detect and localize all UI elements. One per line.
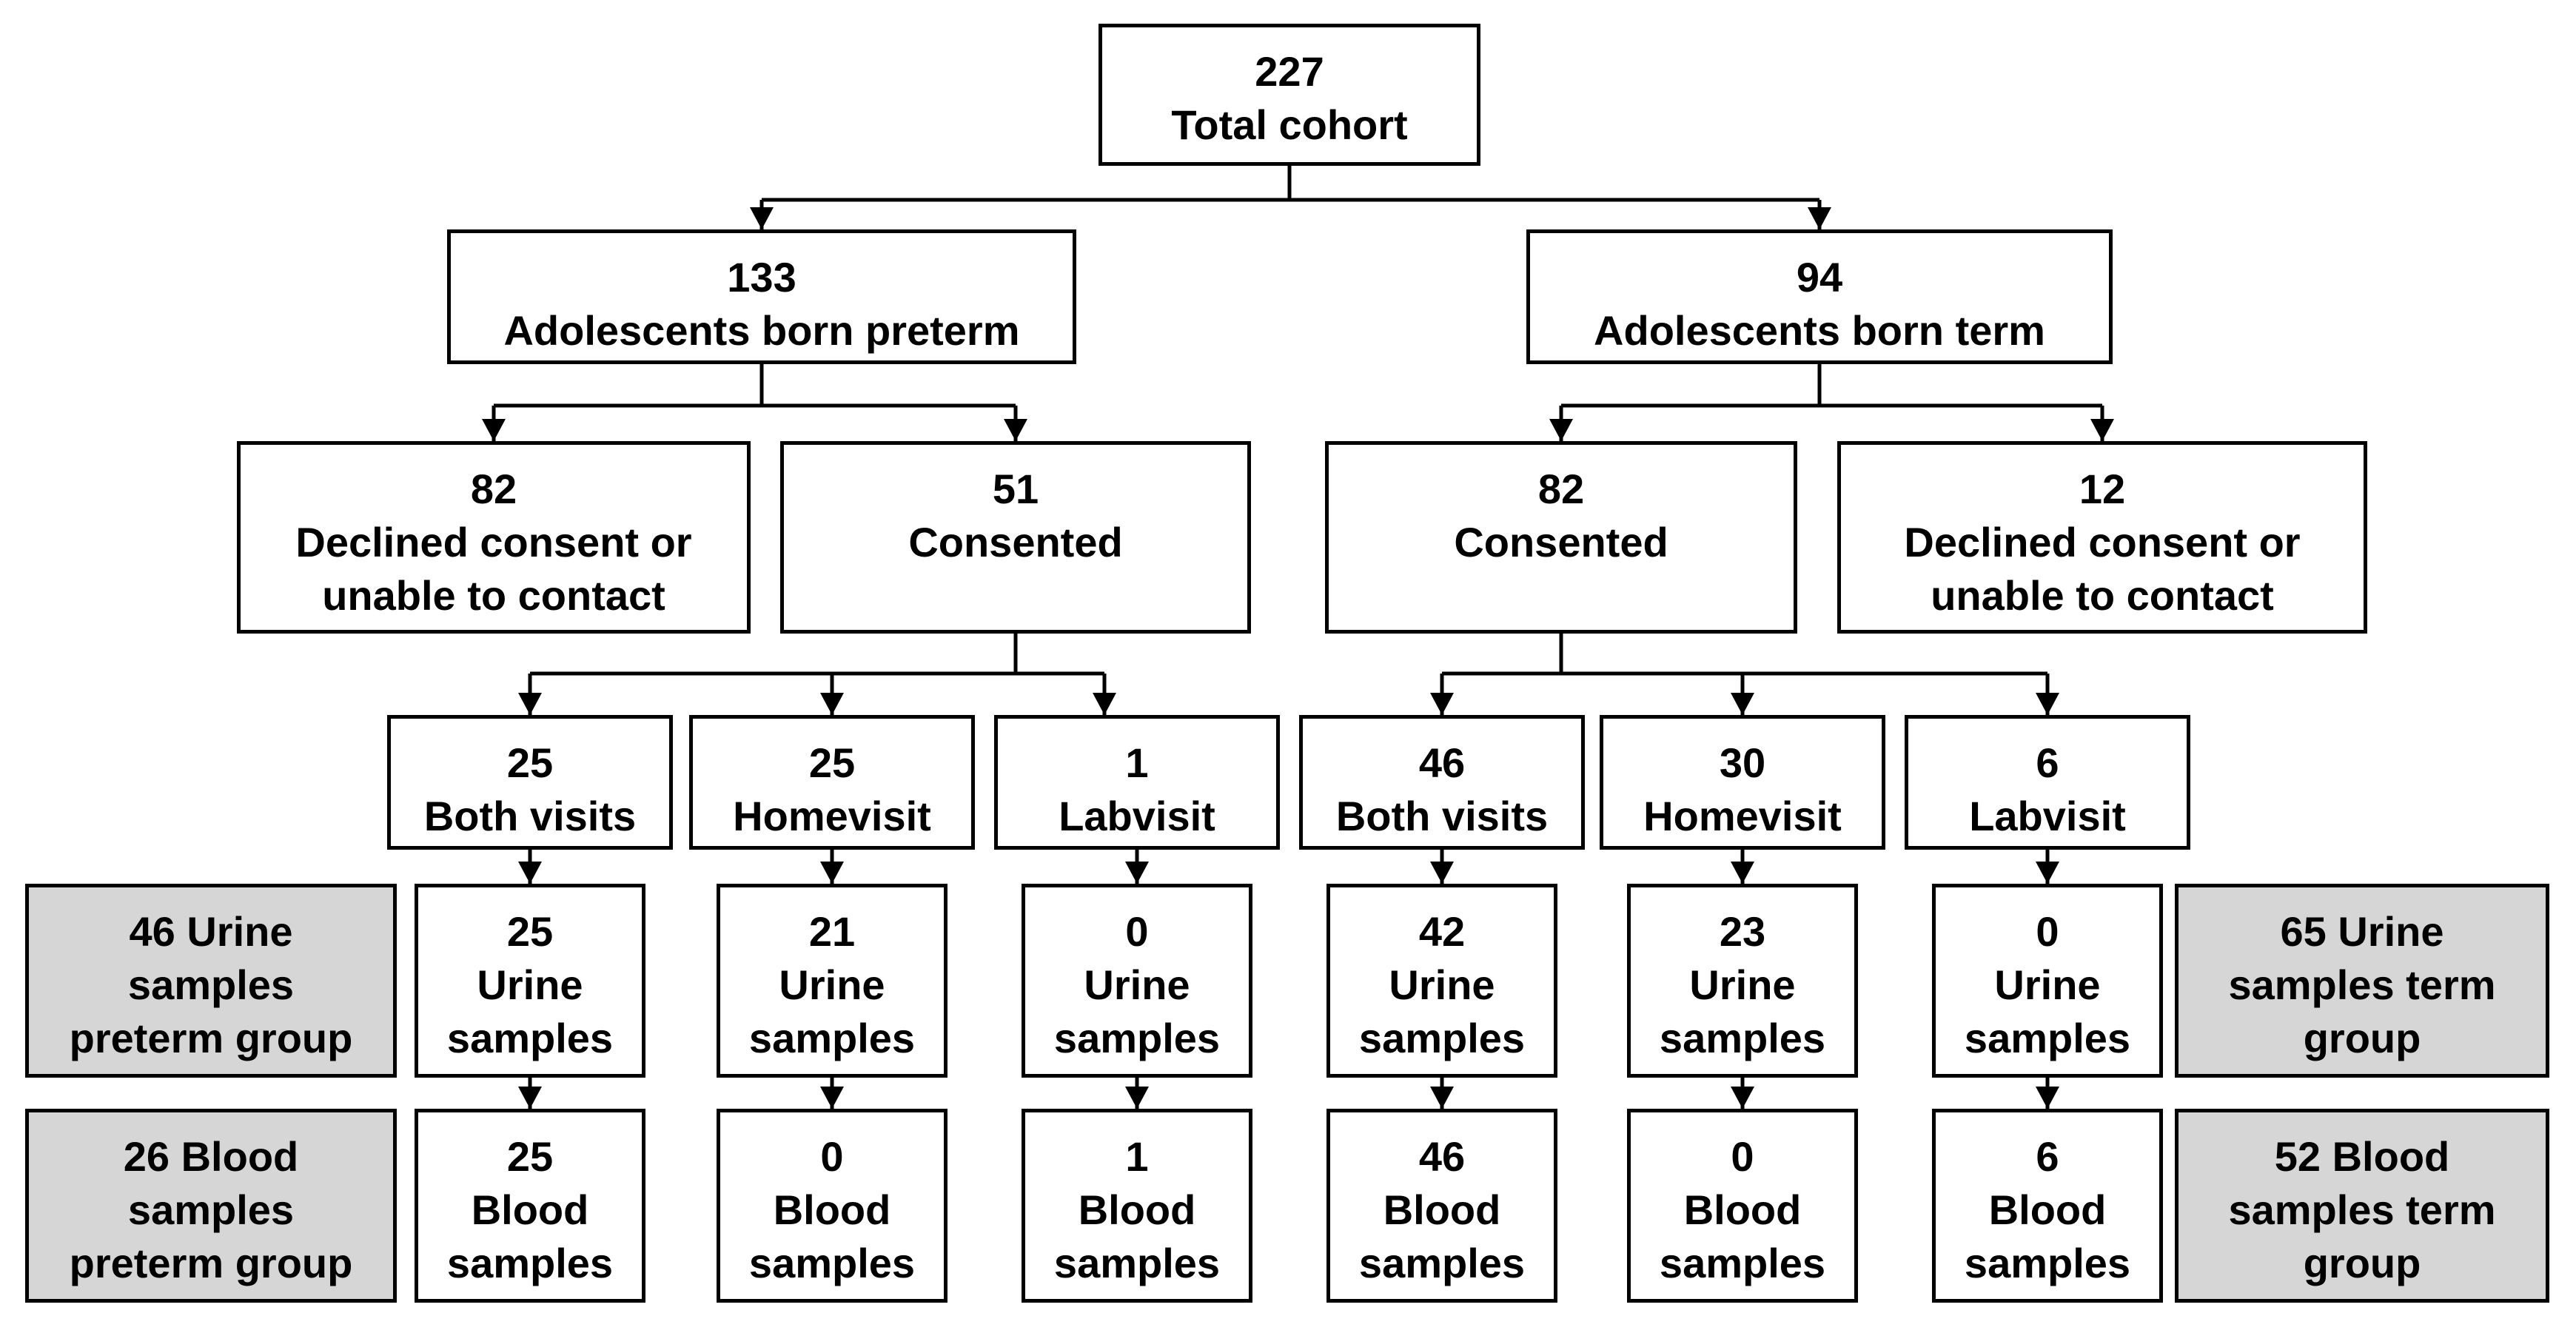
node-term-consented: 82 Consented <box>1325 441 1797 634</box>
node-adolescents-born-preterm: 133 Adolescents born preterm <box>447 229 1076 364</box>
node-term-both-blood: 46 Blood samples <box>1326 1109 1557 1303</box>
connector-preterm-split <box>494 364 1016 408</box>
node-preterm-home-blood: 0 Blood samples <box>717 1109 947 1303</box>
node-total-cohort: 227 Total cohort <box>1099 24 1480 166</box>
node-term-home-urine: 23 Urine samples <box>1627 884 1858 1078</box>
connector-term-split <box>1561 364 2102 408</box>
node-preterm-both-blood: 25 Blood samples <box>415 1109 645 1303</box>
node-preterm-both-urine: 25 Urine samples <box>415 884 645 1078</box>
node-term-both-urine: 42 Urine samples <box>1326 884 1557 1078</box>
node-preterm-labvisit: 1 Labvisit <box>994 715 1280 850</box>
node-preterm-urine-total: 46 Urine samples preterm group <box>25 884 397 1078</box>
node-preterm-home-urine: 21 Urine samples <box>717 884 947 1078</box>
node-term-declined: 12 Declined consent or unable to contact <box>1837 441 2367 634</box>
connector-total-split <box>762 166 1819 202</box>
node-preterm-blood-total: 26 Blood samples preterm group <box>25 1109 397 1303</box>
node-term-homevisit: 30 Homevisit <box>1600 715 1885 850</box>
connector-term-visits-split <box>1442 634 2047 676</box>
node-term-blood-total: 52 Blood samples term group <box>2175 1109 2549 1303</box>
node-term-urine-total: 65 Urine samples term group <box>2175 884 2549 1078</box>
node-preterm-lab-blood: 1 Blood samples <box>1022 1109 1252 1303</box>
node-preterm-declined: 82 Declined consent or unable to contact <box>237 441 751 634</box>
connector-preterm-visits-split <box>530 634 1104 676</box>
node-term-lab-urine: 0 Urine samples <box>1932 884 2163 1078</box>
node-term-both-visits: 46 Both visits <box>1299 715 1585 850</box>
node-term-home-blood: 0 Blood samples <box>1627 1109 1858 1303</box>
node-preterm-both-visits: 25 Both visits <box>387 715 673 850</box>
node-preterm-homevisit: 25 Homevisit <box>689 715 975 850</box>
node-term-lab-blood: 6 Blood samples <box>1932 1109 2163 1303</box>
node-adolescents-born-term: 94 Adolescents born term <box>1526 229 2113 364</box>
node-term-labvisit: 6 Labvisit <box>1905 715 2190 850</box>
node-preterm-consented: 51 Consented <box>780 441 1251 634</box>
node-preterm-lab-urine: 0 Urine samples <box>1022 884 1252 1078</box>
